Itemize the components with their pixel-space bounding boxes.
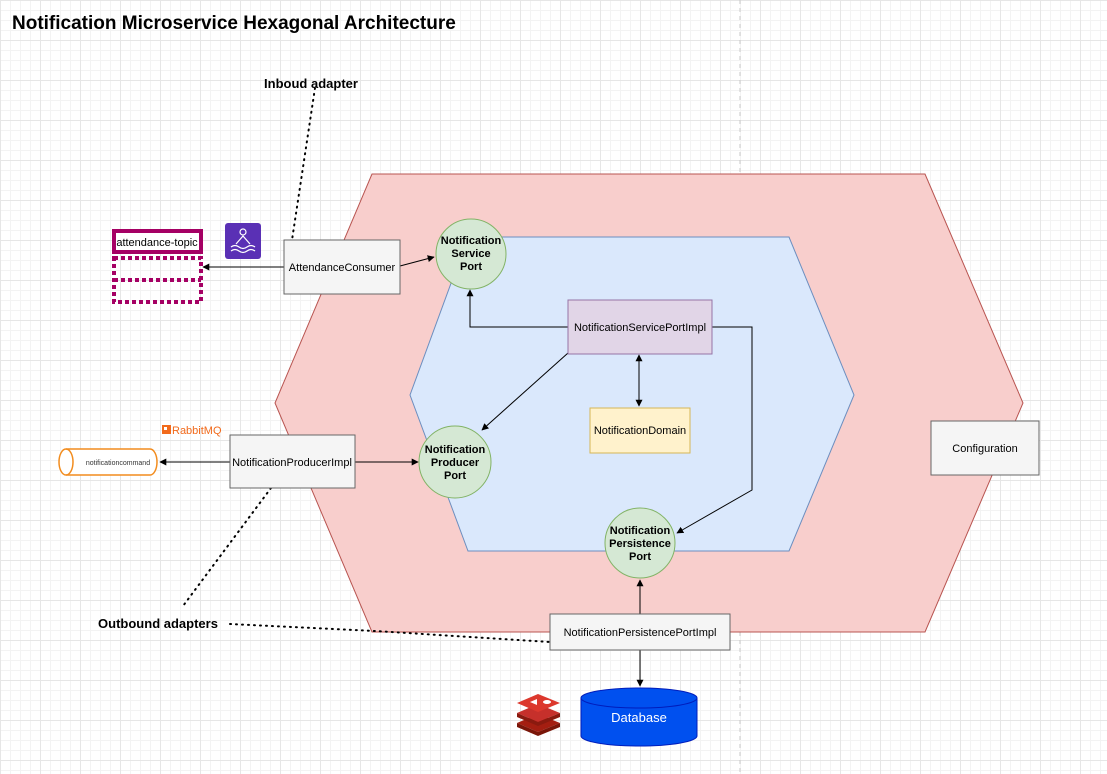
notification-service-port-impl[interactable]: NotificationServicePortImpl	[567, 299, 713, 355]
component-label: NotificationServicePortImpl	[574, 322, 706, 334]
outbound-adapters-label: Outbound adapters	[98, 616, 218, 631]
notification-persistence-port-impl[interactable]: NotificationPersistencePortImpl	[549, 613, 731, 651]
port-label-line: Producer	[431, 457, 480, 469]
port-label-line: Port	[629, 551, 651, 563]
component-label: Configuration	[952, 443, 1017, 455]
notification-service-port[interactable]: Notification Service Port	[435, 218, 507, 290]
edge-serviceimpl-to-service-port	[466, 289, 568, 328]
component-label: NotificationPersistencePortImpl	[564, 627, 717, 639]
edge-serviceimpl-to-persistence-port	[676, 326, 753, 534]
edge-serviceimpl-to-producer-port	[481, 352, 569, 431]
notification-persistence-port[interactable]: Notification Persistence Port	[604, 507, 676, 579]
notification-producer-impl[interactable]: NotificationProducerImpl	[229, 434, 356, 489]
inner-hexagon-domain[interactable]	[409, 236, 855, 552]
redis-icon	[517, 694, 560, 736]
notificationcommand-queue[interactable]: notificationcommand	[58, 448, 158, 476]
configuration[interactable]: Configuration	[930, 420, 1040, 476]
port-label-line: Service	[451, 248, 490, 260]
topic-label: attendance-topic	[116, 237, 198, 249]
port-label-line: Persistence	[609, 538, 671, 550]
component-label: NotificationProducerImpl	[232, 457, 352, 469]
diagram-title: Notification Microservice Hexagonal Arch…	[12, 13, 456, 34]
rabbitmq-logo-text: RabbitMQ	[172, 425, 222, 437]
attendance-topic[interactable]: attendance-topic	[112, 229, 203, 304]
inbound-adapter-label: Inboud adapter	[264, 76, 358, 91]
rabbitmq-logo: RabbitMQ	[162, 425, 222, 437]
notification-producer-port[interactable]: Notification Producer Port	[418, 425, 492, 499]
edge-consumer-to-service-port	[399, 255, 435, 267]
port-label-line: Notification	[425, 444, 486, 456]
notification-domain[interactable]: NotificationDomain	[589, 407, 691, 454]
component-label: NotificationDomain	[594, 425, 686, 437]
port-label-line: Notification	[610, 525, 671, 537]
database[interactable]: Database	[580, 687, 698, 747]
port-label-line: Port	[444, 470, 466, 482]
attendance-consumer[interactable]: AttendanceConsumer	[283, 239, 401, 295]
database-label: Database	[611, 710, 667, 725]
outbound-annotation-line-persistence	[229, 623, 551, 643]
port-label-line: Port	[460, 261, 482, 273]
inbound-annotation-line	[291, 87, 316, 241]
queue-label: notificationcommand	[86, 460, 150, 467]
kafka-streams-icon	[225, 223, 261, 259]
component-label: AttendanceConsumer	[289, 262, 396, 274]
port-label-line: Notification	[441, 235, 502, 247]
outbound-annotation-line-producer	[182, 487, 272, 607]
